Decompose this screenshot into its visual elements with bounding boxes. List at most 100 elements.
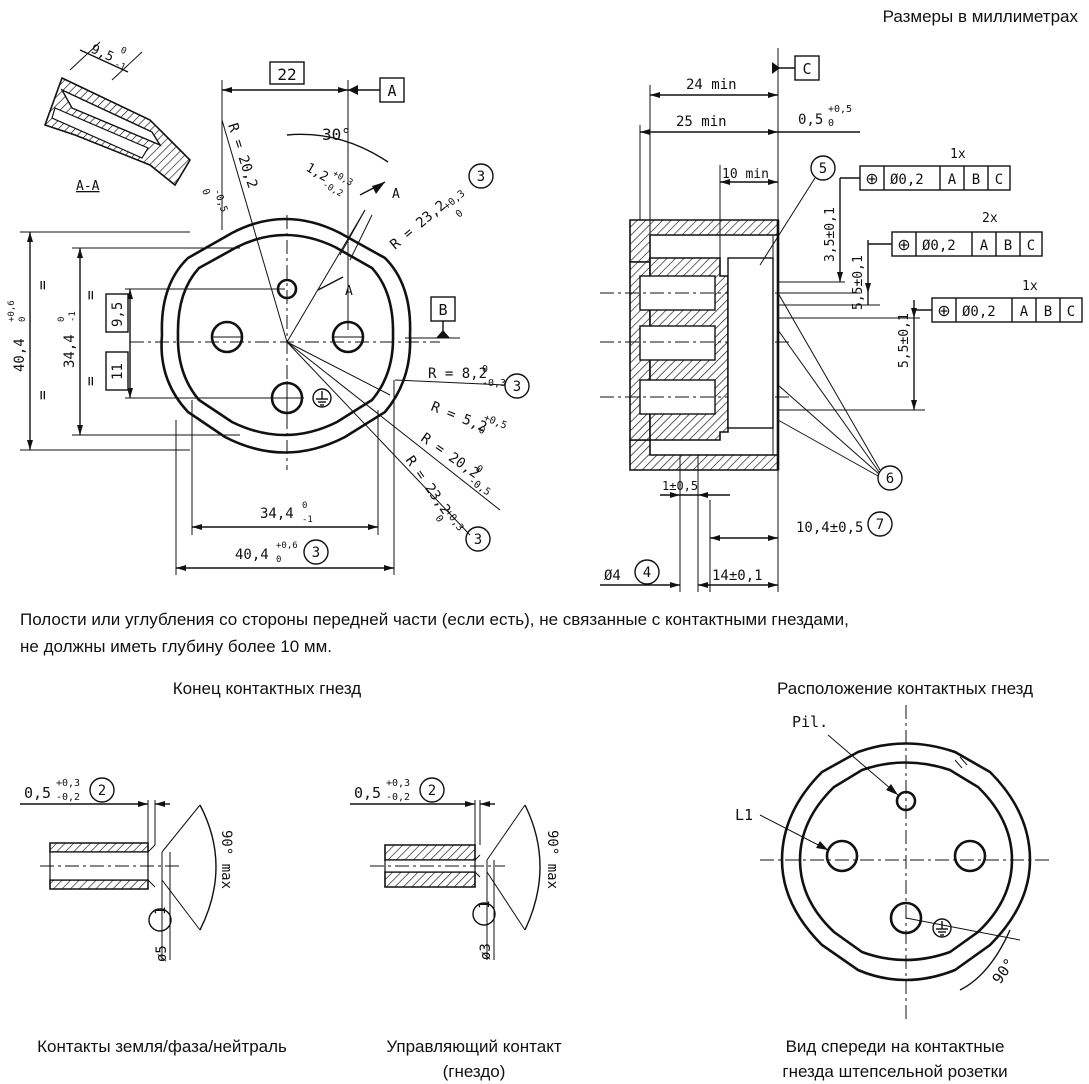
svg-text:A: A — [1020, 304, 1029, 320]
svg-text:-1: -1 — [68, 311, 78, 322]
svg-text:0: 0 — [199, 188, 211, 197]
datum-b-label: B — [438, 301, 447, 319]
svg-text:0: 0 — [119, 46, 128, 57]
caption-control-2: (гнездо) — [443, 1062, 506, 1081]
callout-6: 6 — [886, 471, 894, 487]
svg-text:0: 0 — [276, 555, 281, 565]
v344-label: 34,4 — [62, 334, 78, 368]
eq-sign-1: = — [33, 280, 52, 290]
v55b-label: 5,5±0,1 — [897, 313, 912, 368]
svg-text:+0,5: +0,5 — [828, 104, 852, 115]
callout-1-a: 1 — [153, 907, 169, 915]
fcf-2: 2x ⊕ Ø0,2 A B C — [868, 211, 1043, 257]
callout-7: 7 — [876, 517, 884, 533]
svg-text:-0,2: -0,2 — [56, 792, 80, 803]
circle-3-top: 3 — [477, 169, 485, 185]
section-a-a: 9,5 0 -1 A-A — [43, 41, 192, 194]
svg-text:0: 0 — [302, 501, 307, 511]
r202-label: R = 20,2 — [224, 121, 260, 190]
box-11: 11 — [110, 363, 126, 380]
svg-text:0: 0 — [482, 364, 488, 375]
callout-2-b: 2 — [428, 783, 436, 799]
contact-layout-view: Pil. L1 90° — [735, 705, 1050, 1020]
svg-text:-0,5: -0,5 — [466, 475, 492, 498]
circle-3-bottom: 3 — [474, 532, 482, 548]
svg-text:0: 0 — [18, 317, 28, 322]
caption-control-1: Управляющий контакт — [386, 1037, 562, 1056]
svg-text:0: 0 — [454, 208, 466, 220]
dim05-label: 0,5 — [798, 112, 823, 128]
angle-30: 30° — [322, 125, 351, 144]
svg-text:1x: 1x — [950, 147, 966, 162]
callout-4: 4 — [643, 565, 651, 581]
circle-3-r82: 3 — [513, 379, 521, 395]
front-view: 22 A 30° R = 20,2 0 -0,5 1,2 +0,3 -0,2 A… — [7, 41, 530, 575]
d05b-label: 0,5 — [354, 784, 381, 802]
svg-text:0: 0 — [433, 513, 445, 524]
svg-text:C: C — [1027, 238, 1035, 254]
v35-label: 3,5±0,1 — [823, 207, 838, 262]
layout-hole-earth — [889, 901, 923, 935]
position-icon: ⊕ — [937, 303, 950, 320]
contact-end-control: 0,5 +0,3 -0,2 2 90° max 1 ø3 — [350, 777, 560, 960]
svg-text:C: C — [995, 172, 1003, 188]
circle-3-h404: 3 — [312, 545, 320, 561]
callout-1-b: 1 — [477, 901, 493, 909]
d14-label: 14±0,1 — [712, 568, 763, 584]
diam3-label: ø3 — [478, 943, 494, 960]
svg-text:Ø0,2: Ø0,2 — [890, 172, 924, 188]
svg-text:-1: -1 — [113, 60, 127, 74]
svg-text:+0,6: +0,6 — [276, 541, 298, 551]
v404-label: 40,4 — [12, 338, 28, 372]
contact-end-power: 0,5 +0,3 -0,2 2 90° max 1 ø5 — [20, 777, 234, 962]
title-contact-layout: Расположение контактных гнезд — [777, 679, 1033, 698]
max90-b: 90° max — [544, 830, 560, 889]
svg-text:1x: 1x — [1022, 279, 1038, 294]
svg-text:B: B — [972, 172, 980, 188]
datum-c-label: C — [802, 60, 811, 78]
svg-text:+0,3: +0,3 — [442, 188, 468, 212]
svg-text:-0,5: -0,5 — [211, 188, 229, 214]
note-line-2: не должны иметь глубину более 10 мм. — [20, 637, 332, 656]
min24-label: 24 min — [686, 77, 737, 93]
callout-5: 5 — [819, 161, 827, 177]
r232-top-label: R = 23,2 — [387, 197, 449, 253]
d104-label: 10,4±0,5 — [796, 520, 863, 536]
svg-text:2x: 2x — [982, 211, 998, 226]
eq-sign-3: = — [81, 290, 100, 300]
earth-symbol-icon — [312, 388, 332, 408]
svg-text:B: B — [1004, 238, 1012, 254]
box-22: 22 — [277, 65, 296, 84]
h404-label: 40,4 — [235, 547, 269, 563]
fcf-1: 1x ⊕ Ø0,2 A B C — [839, 147, 1011, 195]
section-arrow-a-mid: A — [345, 284, 353, 299]
svg-text:+0,3: +0,3 — [56, 778, 80, 789]
svg-text:-1: -1 — [302, 515, 313, 525]
svg-text:+0,3: +0,3 — [443, 507, 466, 533]
position-icon: ⊕ — [865, 171, 878, 188]
svg-text:-0,2: -0,2 — [386, 792, 410, 803]
svg-text:C: C — [1067, 304, 1075, 320]
box-95: 9,5 — [110, 302, 126, 327]
side-section-view: C 24 min 25 min 0,5 +0,5 0 10 min 5 — [600, 48, 1083, 592]
layout-hole-pilot — [895, 790, 917, 812]
l1-label: L1 — [735, 806, 753, 824]
svg-text:A: A — [948, 172, 957, 188]
svg-text:-0,3: -0,3 — [482, 378, 506, 389]
svg-text:0: 0 — [477, 425, 487, 437]
diam5-label: ø5 — [154, 945, 170, 962]
svg-text:0: 0 — [828, 118, 834, 129]
min10-label: 10 min — [722, 167, 769, 182]
svg-text:Ø0,2: Ø0,2 — [962, 304, 996, 320]
inner-contour — [176, 233, 395, 437]
outer-contour — [160, 217, 412, 454]
pil-label: Pil. — [792, 713, 828, 731]
d4-label: Ø4 — [604, 568, 621, 584]
sec-95-label: 9,5 — [88, 42, 116, 65]
section-arrow-a-top: A — [392, 187, 400, 202]
v55a-label: 5,5±0,1 — [851, 255, 866, 310]
h344-label: 34,4 — [260, 506, 294, 522]
d05a-label: 0,5 — [24, 784, 51, 802]
caption-front-1: Вид спереди на контактные — [786, 1037, 1005, 1056]
